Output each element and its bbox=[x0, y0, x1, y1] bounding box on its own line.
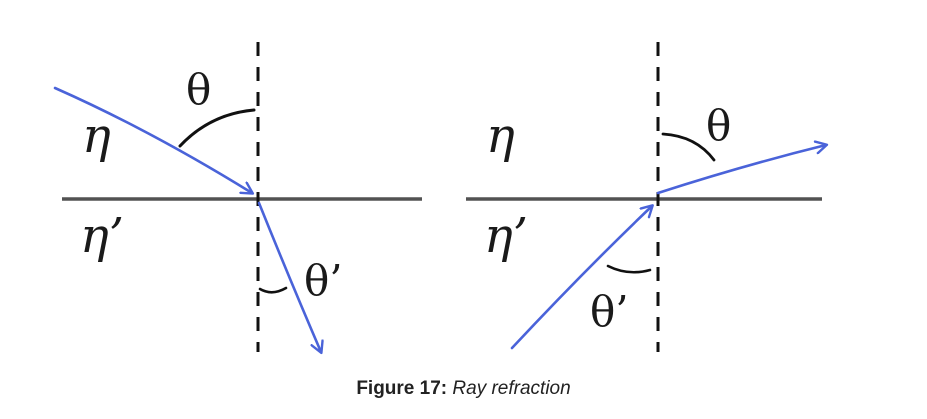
left-refracted-ray bbox=[257, 201, 321, 352]
right-eta-top-label: η bbox=[486, 108, 515, 164]
left-eta-bottom-label: η’ bbox=[80, 208, 124, 264]
right-incident-ray bbox=[510, 206, 652, 350]
right-theta-prime-label: θ’ bbox=[590, 287, 629, 336]
right-refracted-ray bbox=[656, 145, 826, 195]
left-eta-top-label: η bbox=[82, 108, 111, 164]
right-theta-prime-arc bbox=[606, 264, 652, 274]
figure-caption-label: Figure 17: bbox=[356, 378, 448, 399]
left-diagram: η η’ θ θ’ bbox=[53, 42, 422, 352]
figure-caption-title: Ray refraction bbox=[452, 378, 571, 399]
right-eta-bottom-label: η’ bbox=[484, 208, 528, 264]
right-theta-label: θ bbox=[706, 101, 731, 150]
left-theta-label: θ bbox=[186, 65, 211, 114]
right-diagram: η η’ θ θ’ bbox=[466, 42, 826, 352]
figure-caption: Figure 17: Ray refraction bbox=[0, 378, 927, 400]
refraction-figure: η η’ θ θ’ η η’ θ θ’ bbox=[53, 42, 927, 370]
left-theta-prime-arc bbox=[258, 286, 288, 294]
right-theta-arc bbox=[661, 132, 716, 162]
left-theta-arc bbox=[178, 108, 256, 148]
left-theta-prime-label: θ’ bbox=[304, 256, 343, 305]
left-incident-ray bbox=[53, 86, 252, 193]
